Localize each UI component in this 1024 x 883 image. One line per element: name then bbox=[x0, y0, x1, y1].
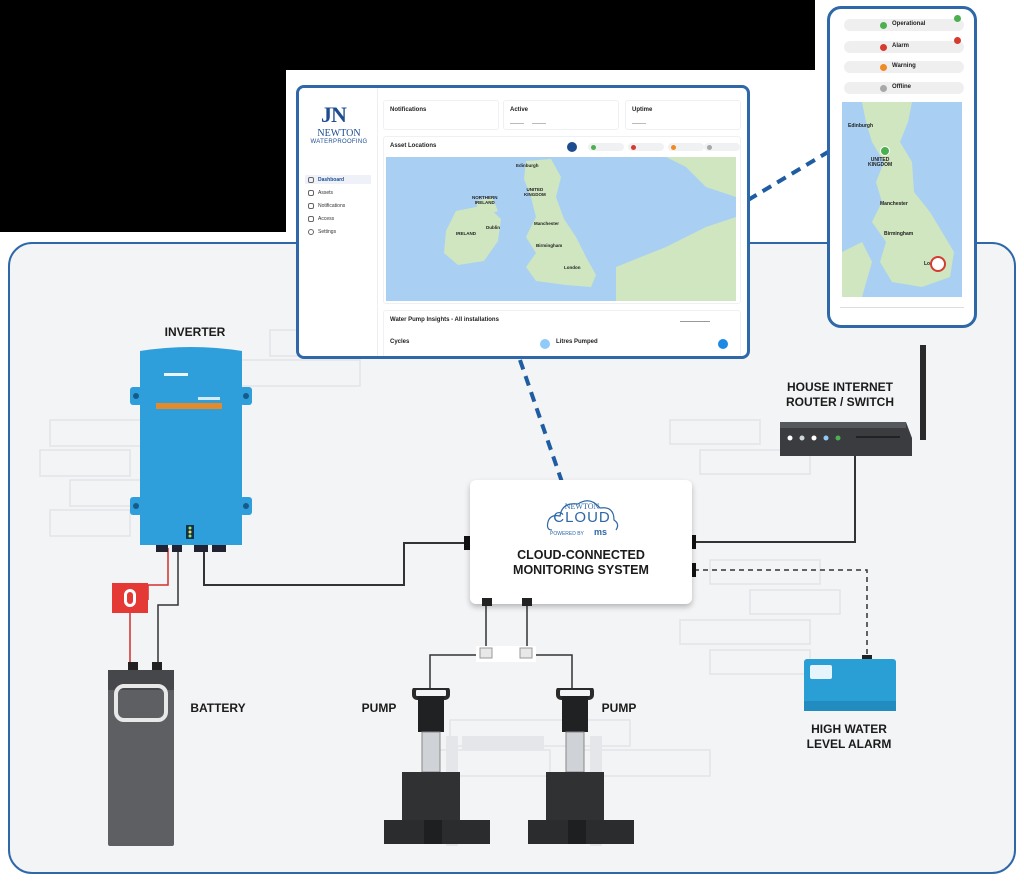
cycles-label: Cycles bbox=[390, 339, 410, 345]
status-offline[interactable]: Offline bbox=[844, 82, 964, 94]
insights-title: Water Pump Insights - All installations bbox=[390, 317, 499, 323]
nav-notifications[interactable]: Notifications bbox=[305, 201, 371, 210]
water-alarm-device bbox=[804, 655, 896, 711]
asset-locations-title: Asset Locations bbox=[390, 143, 437, 149]
asset-locations-card: Asset Locations Edinburgh UNITED KINGDOM… bbox=[383, 136, 741, 304]
nav-assets[interactable]: Assets bbox=[305, 188, 371, 197]
lock-icon bbox=[308, 215, 314, 222]
cloud-brand: NEWTON bbox=[564, 502, 600, 511]
dashboard-phone-link bbox=[746, 150, 830, 202]
status-warning[interactable]: Warning bbox=[844, 61, 964, 73]
cycles-indicator bbox=[540, 339, 550, 349]
cloud-partner: ms bbox=[594, 527, 608, 537]
gear-icon bbox=[308, 228, 314, 235]
logo-initials: JN bbox=[321, 102, 347, 127]
dashboard-sidebar: JN NEWTON WATERPROOFING Dashboard Assets… bbox=[299, 88, 378, 356]
inverter-monitor-cable bbox=[203, 542, 468, 586]
monitor-label-line1: CLOUD-CONNECTED bbox=[517, 548, 645, 562]
status-alarm[interactable]: Alarm bbox=[844, 41, 964, 53]
insights-card: Water Pump Insights - All installations … bbox=[383, 310, 741, 356]
newton-cloud-logo bbox=[546, 500, 619, 531]
mobile-phone: Operational Alarm Warning Offline Edinbu… bbox=[827, 6, 977, 328]
logo-sub: WATERPROOFING bbox=[310, 139, 368, 145]
nav-settings[interactable]: Settings bbox=[305, 227, 371, 236]
fuse-switch bbox=[112, 583, 148, 613]
users-icon bbox=[308, 189, 314, 196]
phone-map[interactable]: Edinburgh UNITED KINGDOM Manchester Birm… bbox=[842, 102, 962, 297]
home-icon bbox=[308, 176, 314, 183]
pumps-group bbox=[384, 688, 634, 846]
router-label-line2: ROUTER / SWITCH bbox=[786, 395, 894, 409]
logo-name: NEWTON bbox=[317, 128, 361, 139]
alarm-monitor-cable bbox=[694, 569, 868, 655]
redaction-block-left bbox=[0, 70, 286, 232]
offline-dot bbox=[880, 85, 887, 92]
router-monitor-cable bbox=[694, 456, 856, 543]
filter-all-dot[interactable] bbox=[567, 142, 577, 152]
status-operational[interactable]: Operational bbox=[844, 19, 964, 31]
alarm-dot bbox=[880, 44, 887, 51]
monitor-label-line2: MONITORING SYSTEM bbox=[513, 563, 649, 577]
filter-warning[interactable] bbox=[668, 143, 704, 151]
phone-map-pin-green[interactable] bbox=[880, 146, 890, 156]
redaction-block-top bbox=[0, 0, 815, 70]
bell-icon bbox=[308, 202, 314, 209]
active-card[interactable]: Active bbox=[503, 100, 619, 130]
alarm-label-line2: LEVEL ALARM bbox=[806, 737, 892, 751]
filter-operational[interactable] bbox=[588, 143, 624, 151]
dashboard-monitor-link bbox=[518, 359, 565, 486]
pump-right-label: PUMP bbox=[601, 701, 637, 715]
filter-offline[interactable] bbox=[704, 143, 740, 151]
alarm-label-line1: HIGH WATER bbox=[811, 722, 887, 736]
operational-dot bbox=[880, 22, 887, 29]
notifications-card[interactable]: Notifications bbox=[383, 100, 499, 130]
filter-alarm[interactable] bbox=[628, 143, 664, 151]
cloud-product: CLOUD bbox=[553, 509, 611, 526]
inverter-label: INVERTER bbox=[164, 325, 226, 339]
pump-right bbox=[528, 688, 634, 846]
router-label-line1: HOUSE INTERNET bbox=[786, 380, 893, 394]
alarm-badge bbox=[954, 37, 961, 44]
uptime-card[interactable]: Uptime bbox=[625, 100, 741, 130]
litres-label: Litres Pumped bbox=[556, 339, 598, 345]
cloud-monitoring-box: NEWTON CLOUD POWERED BY ms CLOUD-CONNECT… bbox=[470, 480, 692, 606]
pump-left bbox=[384, 688, 544, 846]
battery-label: BATTERY bbox=[190, 701, 246, 715]
map-land bbox=[444, 157, 736, 301]
nav-dashboard[interactable]: Dashboard bbox=[305, 175, 371, 184]
phone-map-pin-alarm[interactable] bbox=[930, 256, 946, 272]
inverter-unit bbox=[130, 347, 252, 552]
nav-access[interactable]: Access bbox=[305, 214, 371, 223]
pump-left-label: PUMP bbox=[361, 701, 397, 715]
battery-unit bbox=[108, 662, 174, 846]
asset-map[interactable]: Edinburgh UNITED KINGDOM NORTHERN IRELAN… bbox=[386, 157, 736, 301]
dashboard-window: JN NEWTON WATERPROOFING Dashboard Assets… bbox=[296, 85, 750, 359]
router-device bbox=[780, 422, 912, 456]
warning-dot bbox=[880, 64, 887, 71]
cloud-powered: POWERED BY bbox=[550, 531, 584, 537]
operational-badge bbox=[954, 15, 961, 22]
litres-indicator bbox=[718, 339, 728, 349]
